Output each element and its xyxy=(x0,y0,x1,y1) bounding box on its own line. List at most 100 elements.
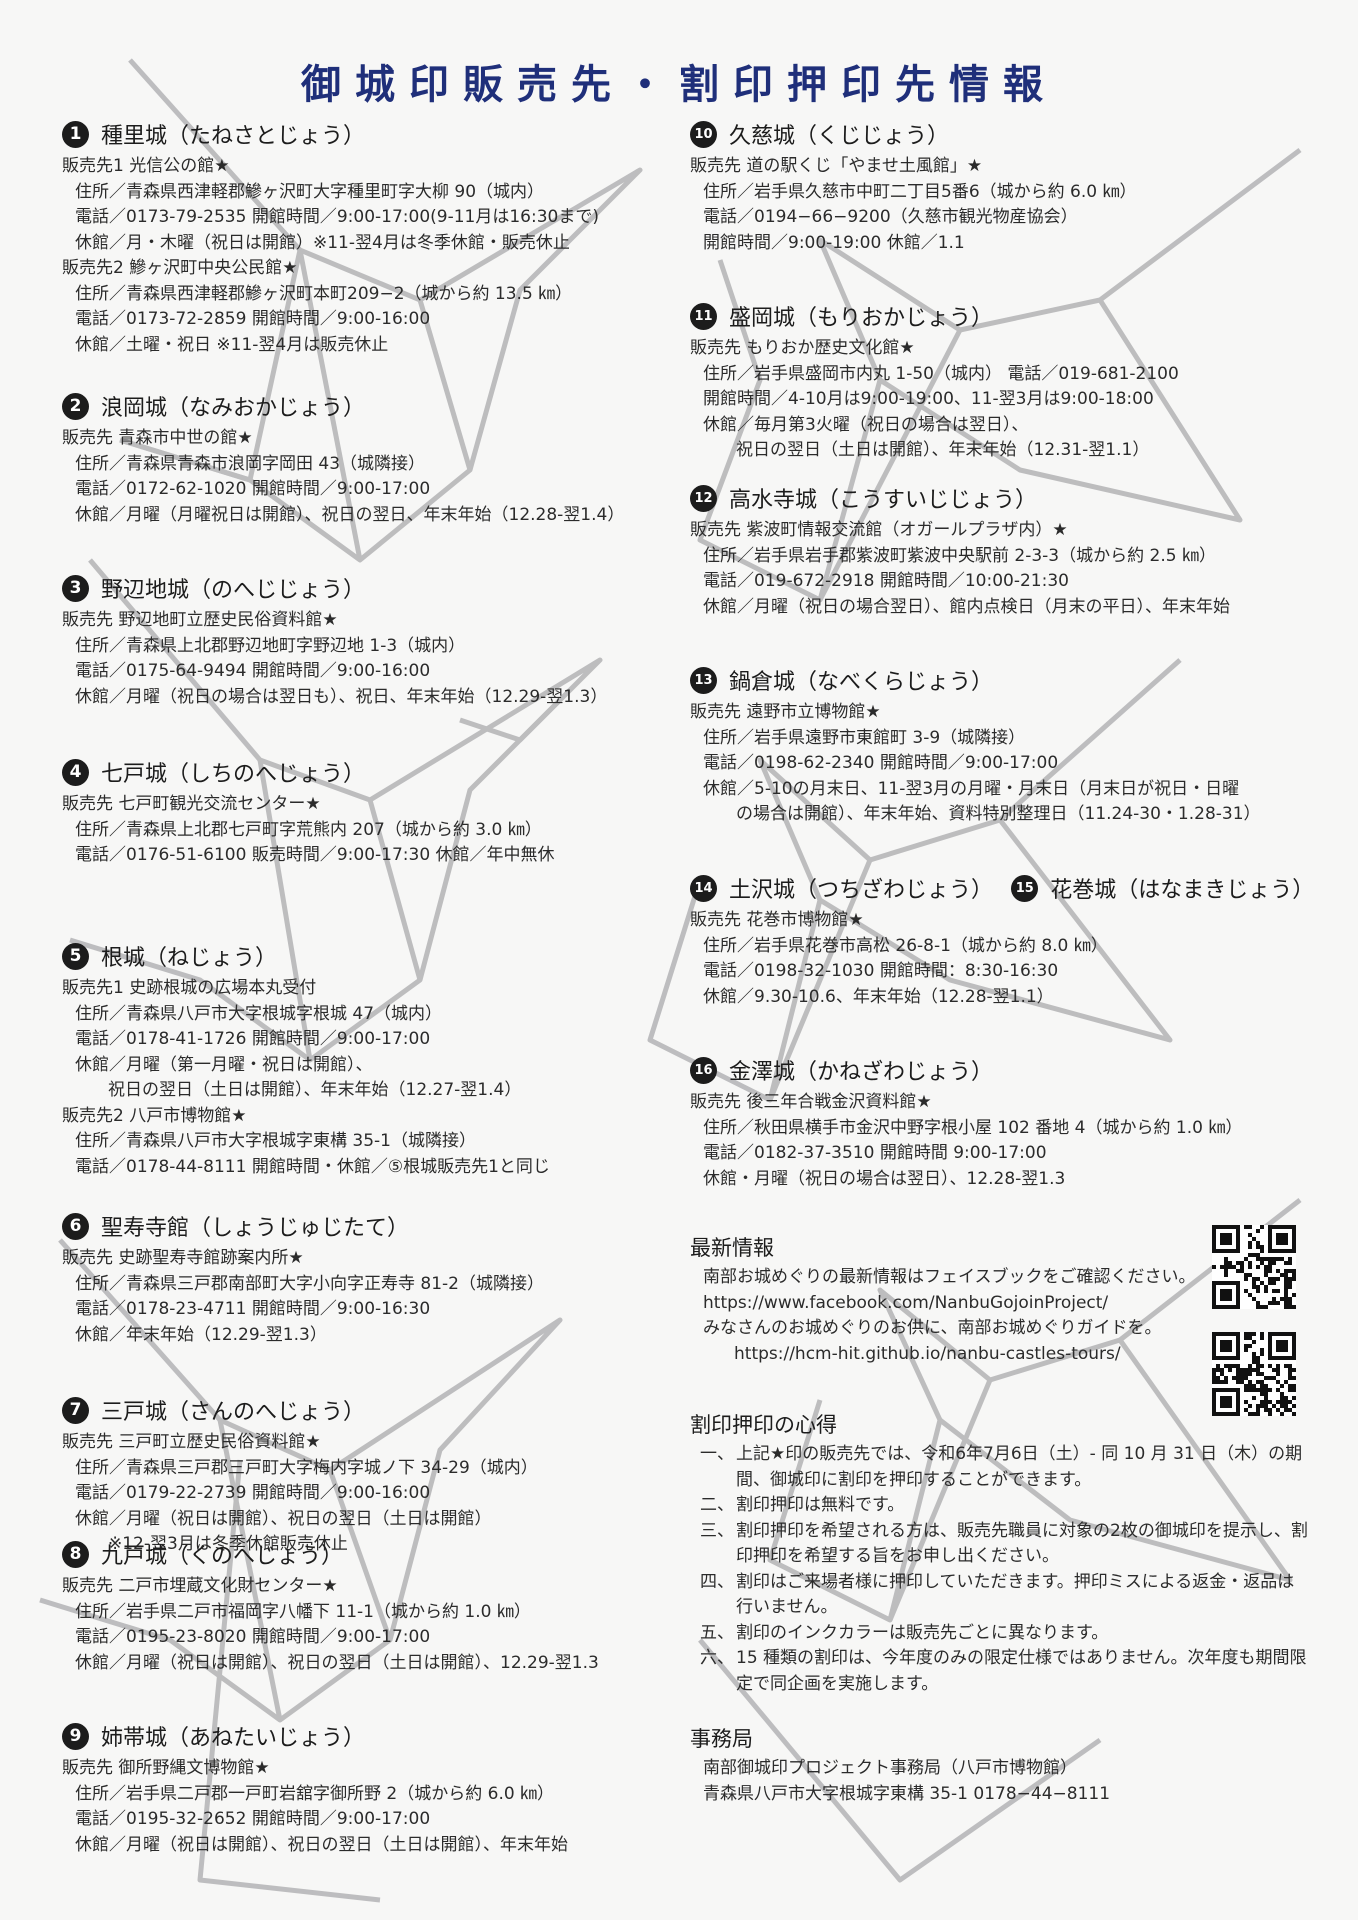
castle-name: 種里城（たねさとじょう） xyxy=(101,124,366,149)
castle-number-badge: 4 xyxy=(62,758,89,786)
castle-info-line: 電話／0195-32-2652 開館時間／9:00-17:00 xyxy=(75,1809,431,1829)
castle-info-line: 休館／土曜・祝日 ※11-翌4月は販売休止 xyxy=(75,334,389,355)
castle-info-line: 販売先 花巻市博物館★ xyxy=(690,910,864,930)
castle-name: 土沢城（つちざわじょう） xyxy=(729,878,994,903)
castle-info-line: 電話／0178-41-1726 開館時間／9:00-17:00 xyxy=(75,1029,431,1049)
castle-info-line: 電話／019-672-2918 開館時間／10:00-21:30 xyxy=(703,571,1069,591)
news-section: 最新情報 南部お城めぐりの最新情報はフェイスブックをご確認ください。 https… xyxy=(690,1233,1310,1367)
castle-info-line: 住所／青森県上北郡野辺地町字野辺地 1-3（城内） xyxy=(75,635,466,656)
castle-info-line: 住所／青森県上北郡七戸町字荒熊内 207（城から約 3.0 ㎞） xyxy=(75,819,542,840)
castle-number-badge: 16 xyxy=(690,1056,717,1084)
castle-info-line: 住所／岩手県二戸郡一戸町岩舘字御所野 2（城から約 6.0 ㎞） xyxy=(75,1783,555,1804)
rules-section: 割印押印の心得 一、上記★印の販売先では、令和6年7月6日（土）- 同 10 月… xyxy=(690,1410,1310,1697)
rule-number: 五、 xyxy=(700,1622,734,1643)
castle-info-line: 販売先 七戸町観光交流センター★ xyxy=(62,794,321,814)
castle-info-line: 休館／月曜（祝日の場合は翌日も）、祝日、年末年始（12.29-翌1.3） xyxy=(75,686,608,707)
castle-info-line: 販売先 青森市中世の館★ xyxy=(62,428,253,448)
castle-info-line: 住所／秋田県横手市金沢中野字根小屋 102 番地 4（城から約 1.0 ㎞） xyxy=(703,1117,1243,1138)
castle-info-line: 祝日の翌日（土日は開館）、年末年始（12.31-翌1.1） xyxy=(736,440,1150,460)
rule-text: 割印はご来場者様に押印していただきます。押印ミスによる返金・返品は行いません。 xyxy=(736,1571,1295,1618)
castle-info-line: 電話／0194−66−9200（久慈市観光物産協会） xyxy=(703,207,1078,227)
castle-info-line: 販売先 三戸町立歴史民俗資料館★ xyxy=(62,1432,321,1452)
castle-number-badge: 2 xyxy=(62,392,89,420)
rule-item: 二、割印押印は無料です。 xyxy=(690,1493,1310,1519)
castle-info-line: 販売先 遠野市立博物館★ xyxy=(690,702,881,722)
news-title: 最新情報 xyxy=(690,1236,774,1260)
rule-text: 割印のインクカラーは販売先ごとに異なります。 xyxy=(736,1622,1109,1643)
qr-code-icon[interactable] xyxy=(1212,1225,1296,1309)
castle-info-line: 販売先1 光信公の館★ xyxy=(62,156,230,176)
castle-info-line: 住所／岩手県盛岡市内丸 1-50（城内） 電話／019-681-2100 xyxy=(703,363,1179,384)
castle-info-line: 販売先 紫波町情報交流館（オガールプラザ内）★ xyxy=(690,520,1068,540)
castle-info-line: 休館／月曜（月曜祝日は開館）、祝日の翌日、年末年始（12.28-翌1.4） xyxy=(75,504,625,525)
castle-info-line: 販売先 二戸市埋蔵文化財センター★ xyxy=(62,1576,338,1596)
castle-info-line: 開館時間／9:00-19:00 休館／1.1 xyxy=(703,232,965,253)
castle-info-line: 電話／0198-32-1030 開館時間：8:30-16:30 xyxy=(703,961,1059,981)
castle-number-badge: 8 xyxy=(62,1540,89,1568)
castle-info-line: 休館／5-10の月末日、11-翌3月の月曜・月末日（月末日が祝日・日曜 xyxy=(703,778,1240,799)
rule-number: 四、 xyxy=(700,1571,734,1592)
rule-item: 五、割印のインクカラーは販売先ごとに異なります。 xyxy=(690,1621,1310,1647)
castle-info-line: 住所／青森県三戸郡南部町大字小向字正寿寺 81-2（城隣接） xyxy=(75,1273,544,1294)
castle-info-line: 住所／岩手県花巻市高松 26-8-1（城から約 8.0 ㎞） xyxy=(703,935,1108,956)
castle-info-line: 休館／月曜（祝日の場合翌日）、館内点検日（月末の平日）、年末年始 xyxy=(703,596,1230,617)
castle-number-badge: 11 xyxy=(690,302,717,330)
rule-text: 割印押印を希望される方は、販売先職員に対象の2枚の御城印を提示し、割印押印を希望… xyxy=(736,1520,1308,1567)
news-text: みなさんのお城めぐりのお供に、南部お城めぐりガイドを。 xyxy=(703,1318,1162,1338)
castle-info-line: 電話／0198-62-2340 開館時間／9:00-17:00 xyxy=(703,753,1059,773)
rule-text: 15 種類の割印は、今年度のみの限定仕様ではありません。次年度も期間限定で同企画… xyxy=(736,1648,1307,1694)
castle-heading: 11 盛岡城（もりおかじょう） xyxy=(690,300,1310,332)
castle-number-badge: 3 xyxy=(62,574,89,602)
office-name: 南部御城印プロジェクト事務局（八戸市博物館） xyxy=(703,1758,1077,1778)
castle-entry: 2 浪岡城（なみおかじょう） 販売先 青森市中世の館★ 住所／青森県青森市浪岡字岡田 … xyxy=(62,390,682,528)
castle-name: 金澤城（かねざわじょう） xyxy=(729,1060,994,1085)
office-address: 青森県八戸市大字根城字東構 35-1 0178−44−8111 xyxy=(703,1783,1111,1804)
castle-entry: 8 九戸城（くのへじょう） 販売先 二戸市埋蔵文化財センター★ 住所／岩手県二戸市福岡… xyxy=(62,1538,682,1676)
rule-number: 一、 xyxy=(700,1444,734,1464)
castle-heading: 8 九戸城（くのへじょう） xyxy=(62,1538,682,1570)
castle-info-line: 休館／月曜（祝日は開館）、祝日の翌日（土日は開館） xyxy=(75,1508,492,1529)
castle-info-line: 住所／岩手県二戸市福岡字八幡下 11-1（城から約 1.0 ㎞） xyxy=(75,1601,531,1622)
castle-info-line: 住所／青森県西津軽郡鰺ヶ沢町大字種里町字大柳 90（城内） xyxy=(75,181,545,202)
guide-link[interactable]: https://hcm-hit.github.io/nanbu-castles-… xyxy=(734,1343,1121,1364)
office-title: 事務局 xyxy=(690,1727,753,1751)
rules-title: 割印押印の心得 xyxy=(690,1413,837,1437)
castle-info-line: 休館／9.30-10.6、年末年始（12.28-翌1.1） xyxy=(703,986,1054,1007)
castle-name: 九戸城（くのへじょう） xyxy=(101,1544,344,1569)
castle-info-line: 住所／青森県青森市浪岡字岡田 43（城隣接） xyxy=(75,453,426,474)
castle-info-line: 電話／0173-79-2535 開館時間／9:00-17:00(9-11月は16… xyxy=(75,207,599,227)
castle-info-line: 住所／青森県八戸市大字根城字根城 47（城内） xyxy=(75,1003,443,1024)
castle-info-line: 販売先 もりおか歴史文化館★ xyxy=(690,338,915,358)
castle-info-line: 住所／岩手県遠野市東館町 3-9（城隣接） xyxy=(703,727,1026,748)
facebook-link[interactable]: https://www.facebook.com/NanbuGojoinProj… xyxy=(703,1292,1109,1313)
qr-code-icon[interactable] xyxy=(1212,1332,1296,1416)
rule-number: 三、 xyxy=(700,1520,734,1541)
castle-number-badge: 13 xyxy=(690,666,717,694)
castle-entry: 11 盛岡城（もりおかじょう） 販売先 もりおか歴史文化館★ 住所／岩手県盛岡市内丸 … xyxy=(690,300,1310,464)
castle-info-line: 販売先 御所野縄文博物館★ xyxy=(62,1758,270,1778)
castle-name: 姉帯城（あねたいじょう） xyxy=(101,1726,366,1751)
castle-name: 盛岡城（もりおかじょう） xyxy=(729,306,994,331)
castle-info-line: 休館／年末年始（12.29-翌1.3） xyxy=(75,1324,327,1345)
castle-name: 三戸城（さんのへじょう） xyxy=(101,1400,366,1425)
castle-info-line: ※12-翌3月は冬季休館販売休止 xyxy=(108,1534,348,1554)
castle-info-line: 電話／0195-23-8020 開館時間／9:00-17:00 xyxy=(75,1627,431,1647)
castle-name: 浪岡城（なみおかじょう） xyxy=(101,396,366,421)
office-section: 事務局 南部御城印プロジェクト事務局（八戸市博物館） 青森県八戸市大字根城字東構… xyxy=(690,1724,1310,1807)
castle-info-line: 休館／毎月第3火曜（祝日の場合は翌日）、 xyxy=(703,414,1029,435)
castle-info-line: 休館／月曜（第一月曜・祝日は開館）、 xyxy=(75,1054,373,1075)
